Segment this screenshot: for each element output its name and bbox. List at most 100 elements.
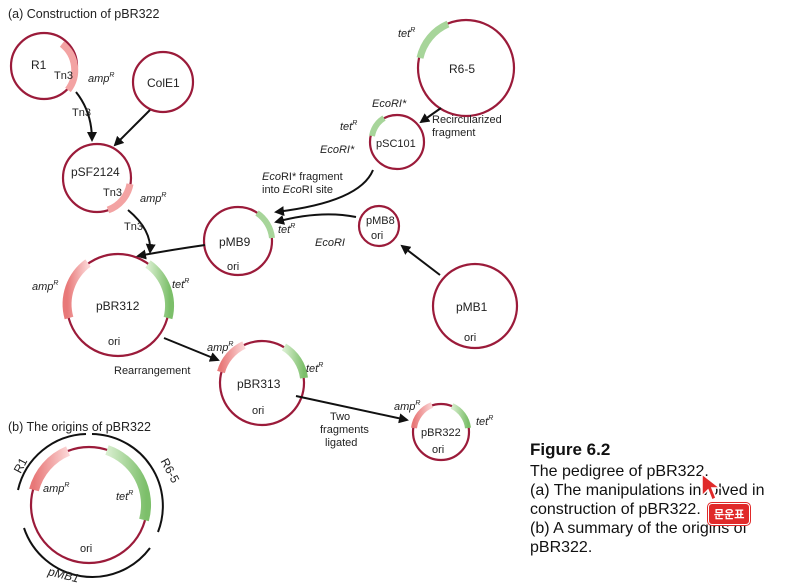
tet-label: tetR — [398, 27, 415, 40]
caption-line-5: pBR322. — [530, 539, 593, 556]
arrows — [75, 91, 442, 424]
origin-arc-r1 — [17, 433, 87, 491]
tet-label: tetR — [340, 120, 357, 133]
tet-label: tetR — [116, 490, 133, 503]
plasmid-psc101: pSC101 tetR EcoRI* EcoRI* Recircularized… — [320, 98, 502, 171]
origin-arc-r65 — [91, 433, 164, 533]
plasmid-label: pBR313 — [237, 377, 281, 391]
ori-label: ori — [227, 261, 239, 273]
arrow-pmb1-pmb8 — [400, 244, 441, 276]
step-fragment-line1: EcoRI* fragment — [262, 171, 343, 183]
plasmid-pbr322: pBR322 ori ampR tetR — [394, 400, 493, 462]
tet-label: tetR — [476, 415, 493, 428]
cursor-icon — [701, 472, 722, 502]
amp-segment — [29, 446, 71, 492]
ori-label: ori — [108, 336, 120, 348]
step-fragments: fragments — [320, 424, 369, 436]
step-rearrangement: Rearrangement — [114, 365, 190, 377]
fragment-label: fragment — [432, 127, 475, 139]
step-labels: Tn3 Tn3 EcoRI* fragment into EcoRI site … — [72, 107, 369, 449]
arrow-psf2124-pbr312 — [127, 209, 156, 254]
plasmid-label: pBR312 — [96, 299, 140, 313]
amp-label: ampR — [43, 482, 69, 495]
origin-r1-label: R1 — [11, 455, 31, 475]
origin-r65-label: R6-5 — [158, 456, 183, 486]
plasmid-pbr313: pBR313 ori ampR tetR — [207, 339, 323, 427]
arrow-pbr313-pbr322 — [295, 395, 409, 424]
amp-segment — [411, 402, 434, 429]
tet-label: tetR — [306, 362, 323, 375]
plasmid-psf2124: pSF2124 Tn3 ampR — [61, 142, 166, 214]
section-b-title: (b) The origins of pBR322 — [8, 420, 151, 434]
cursor-badge: 문운표 — [708, 503, 751, 525]
origin-arc-pmb1 — [23, 527, 151, 579]
plasmid-label: R1 — [31, 58, 47, 72]
plasmid-label: ColE1 — [147, 76, 180, 90]
amp-label: ampR — [394, 400, 420, 413]
ori-label: ori — [252, 405, 264, 417]
arrow-cole1-psf2124 — [113, 109, 151, 147]
arrow-pmb8-pmb9 — [274, 213, 357, 225]
amp-segment — [106, 183, 134, 214]
tet-segment — [281, 343, 308, 379]
amp-segment — [59, 41, 79, 93]
tet-segment — [105, 445, 151, 522]
amp-segment — [217, 341, 246, 374]
step-two: Two — [330, 411, 350, 423]
plasmid-label: pMB1 — [456, 300, 488, 314]
arrow-pmb9-pbr312 — [136, 244, 206, 260]
caption-line-4: (b) A summary of the origins of — [530, 520, 747, 537]
origins-diagram: ampR tetR ori R1 R6-5 pMB1 — [11, 433, 183, 585]
figure-caption: Figure 6.2 The pedigree of pBR322. (a) T… — [530, 440, 800, 557]
plasmid-r6-5: R6-5 tetR — [398, 18, 516, 118]
arrow-pbr312-pbr313 — [163, 337, 220, 362]
tet-segment — [255, 210, 275, 239]
arrow-r1-psf2124 — [75, 91, 97, 142]
plasmid-label: R6-5 — [449, 62, 475, 76]
amp-label: ampR — [140, 192, 166, 205]
plasmid-label: pSC101 — [376, 138, 416, 150]
plasmid-label: pBR322 — [421, 427, 461, 439]
tn3-label: Tn3 — [103, 187, 122, 199]
step-fragment-line2: into EcoRI site — [262, 184, 333, 196]
arrow-r65-psc101 — [419, 107, 442, 124]
ori-label: ori — [371, 230, 383, 242]
step-tn3-mid: Tn3 — [124, 221, 143, 233]
arrow-psc101-pmb9 — [274, 169, 374, 217]
plasmid-label: pMB8 — [366, 215, 395, 227]
figure-title: Figure 6.2 — [530, 440, 611, 459]
plasmid-r1: R1 Tn3 ampR — [9, 31, 114, 101]
ori-label: ori — [464, 332, 476, 344]
amp-segment — [62, 259, 91, 320]
plasmid-cole1: ColE1 — [131, 50, 195, 114]
tet-label: tetR — [278, 223, 295, 236]
plasmid-pmb1: pMB1 ori — [431, 262, 519, 350]
ori-label: ori — [80, 543, 92, 555]
caption-line-3: construction of pBR322. — [530, 501, 701, 518]
amp-label: ampR — [88, 72, 114, 85]
caption-line-1: The pedigree of pBR322. — [530, 463, 709, 480]
plasmid-pmb9: pMB9 ori tetR — [202, 205, 295, 277]
tn3-label: Tn3 — [54, 70, 73, 82]
tet-segment — [416, 20, 450, 59]
ecori-star-label-top: EcoRI* — [372, 98, 407, 110]
amp-label: ampR — [207, 341, 233, 354]
plasmid-pbr312: pBR312 ori ampR tetR — [32, 252, 189, 358]
amp-label: ampR — [32, 280, 58, 293]
plasmid-label: pMB9 — [219, 235, 251, 249]
tet-label: tetR — [172, 278, 189, 291]
tet-segment — [369, 115, 386, 137]
ori-label: ori — [432, 444, 444, 456]
section-a-title: (a) Construction of pBR322 — [8, 7, 160, 21]
origin-pmb1-label: pMB1 — [46, 564, 81, 585]
tet-segment — [450, 403, 471, 429]
ecori-label: EcoRI — [315, 237, 345, 249]
ecori-star-label-bottom: EcoRI* — [320, 144, 355, 156]
step-ligated: ligated — [325, 437, 357, 449]
plasmid-pmb8: pMB8 ori EcoRI — [315, 204, 401, 249]
plasmid-label: pSF2124 — [71, 165, 120, 179]
caption-line-2: (a) The manipulations involved in — [530, 482, 765, 499]
tet-segment — [145, 260, 175, 320]
recircularized-label: Recircularized — [432, 114, 502, 126]
